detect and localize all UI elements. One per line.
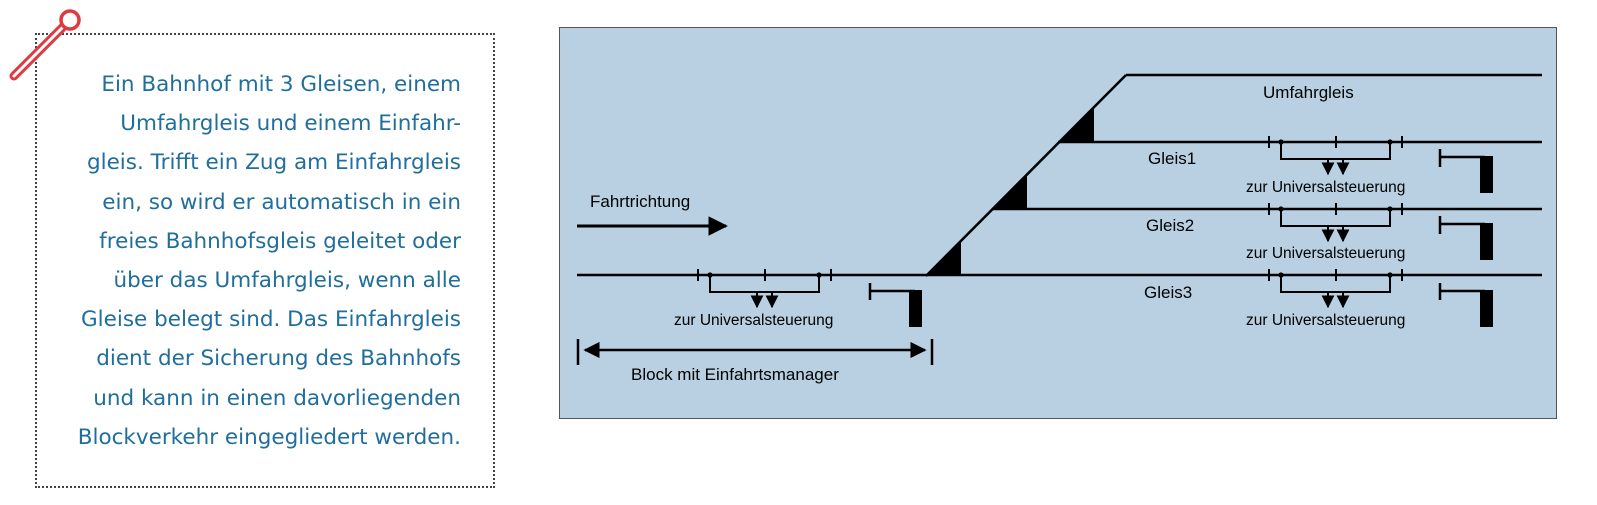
entry-signal [868,283,915,300]
pushpin-icon [9,9,81,81]
track1-label: Gleis1 [1148,149,1196,168]
track2-label: Gleis2 [1146,216,1194,235]
track1-sensor-group [1268,136,1403,176]
entry-sensor-group [697,269,832,309]
direction-label: Fahrtrichtung [590,192,690,211]
track1-signal [1438,149,1485,167]
entry-control-label: zur Universalsteuerung [674,312,833,329]
switch-track2 [993,174,1027,209]
track-diagram-canvas: Fahrtrichtung Umfahrgleis Gleis1 Gleis2 … [576,73,1542,384]
track3-signal [1438,283,1485,300]
description-note: Ein Bahnhof mit 3 Gleisen, einem Umfahrg… [35,33,495,488]
track1-control-label: zur Universalsteuerung [1246,179,1405,196]
track3-control-label: zur Universalsteuerung [1246,312,1405,329]
track-diagram: Fahrtrichtung Umfahrgleis Gleis1 Gleis2 … [559,27,1557,419]
switch-track3 [926,241,961,275]
block-dimension [576,339,934,365]
track2-sensor-group [1268,203,1403,243]
description-text: Ein Bahnhof mit 3 Gleisen, einem Umfahrg… [77,72,461,450]
switch-track1 [1060,108,1094,142]
block-label: Block mit Einfahrtsmanager [631,365,839,384]
track2-signal [1438,216,1485,234]
track3-sensor-group [1268,269,1403,309]
track3-label: Gleis3 [1144,283,1192,302]
track2-control-label: zur Universalsteuerung [1246,245,1405,262]
bypass-track-label: Umfahrgleis [1263,83,1354,102]
